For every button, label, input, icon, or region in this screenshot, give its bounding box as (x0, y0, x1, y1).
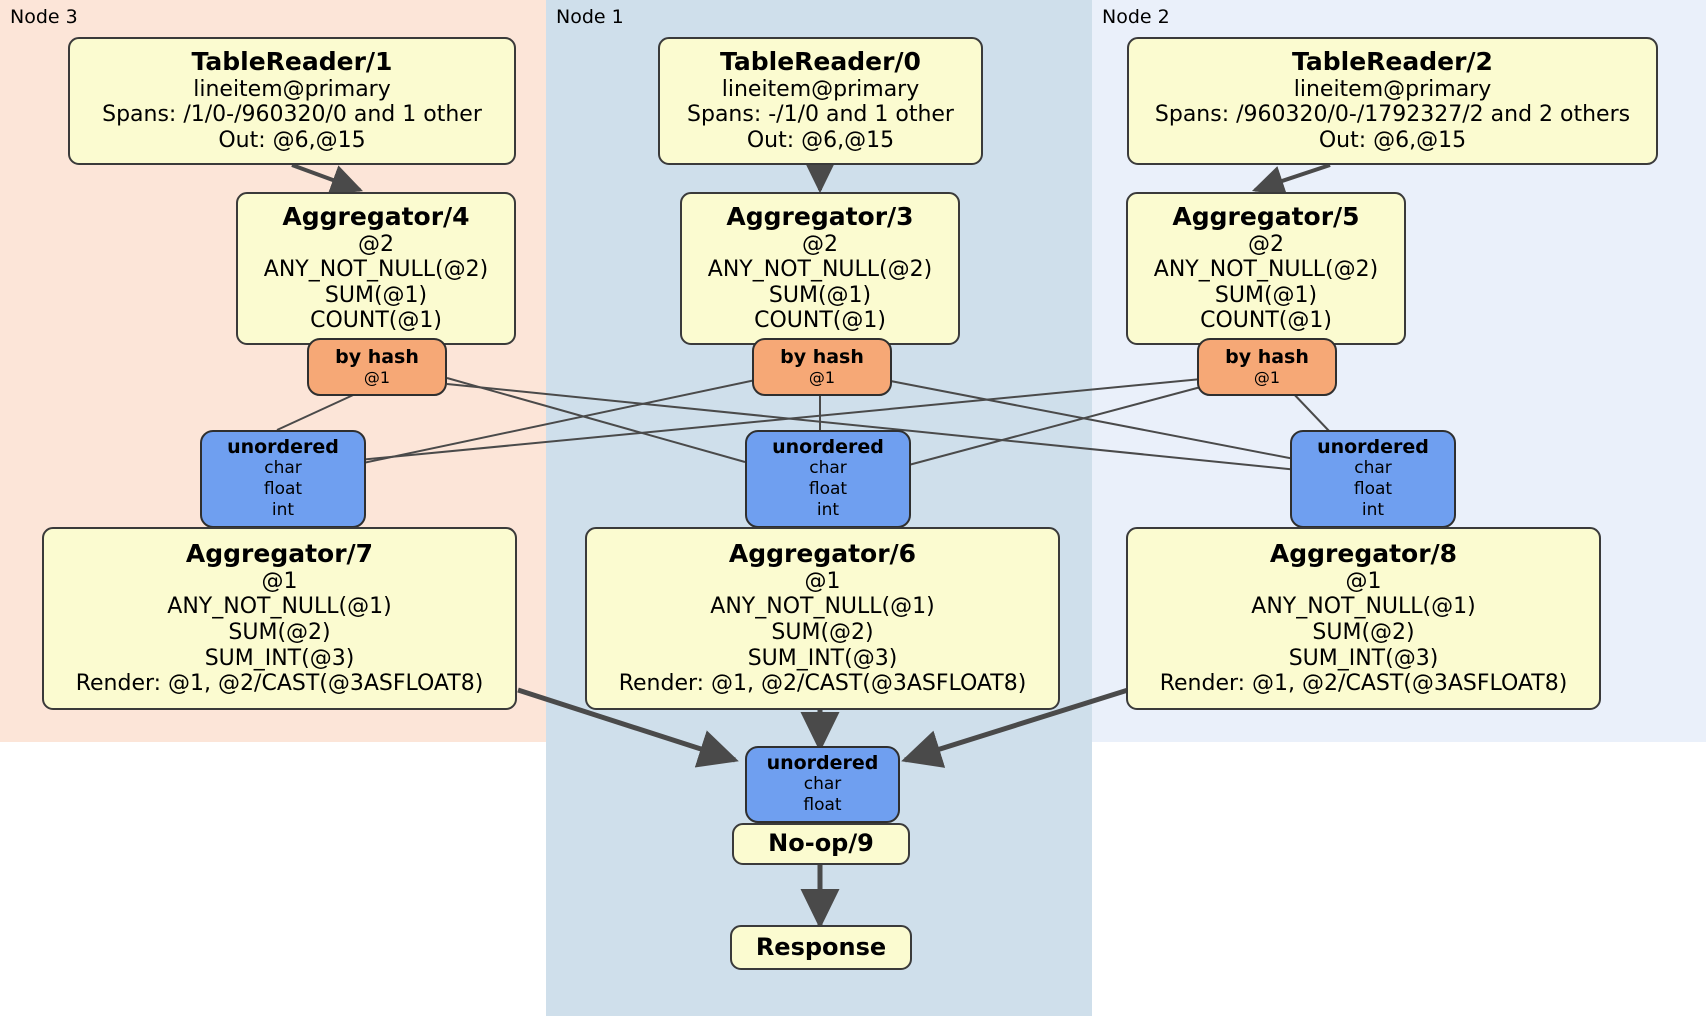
router-by-hash-left[interactable]: by hash @1 (307, 338, 447, 396)
router-detail-line: @1 (808, 367, 836, 387)
router-by-hash-mid[interactable]: by hash @1 (752, 338, 892, 396)
processor-aggregator-7[interactable]: Aggregator/7 @1 ANY_NOT_NULL(@1) SUM(@2)… (42, 527, 517, 710)
node-detail-line: COUNT(@1) (1200, 308, 1332, 334)
receiver-title: unordered (766, 751, 879, 774)
node-detail-line: ANY_NOT_NULL(@2) (263, 257, 489, 283)
receiver-type-line: float (803, 795, 842, 816)
node-render-line: Render: @1, @2/CAST(@3ASFLOAT8) (75, 671, 484, 697)
processor-tablereader-1[interactable]: TableReader/1 lineitem@primary Spans: /1… (68, 37, 516, 165)
receiver-type-line: char (1354, 458, 1392, 479)
router-title: by hash (780, 345, 864, 368)
processor-aggregator-3[interactable]: Aggregator/3 @2 ANY_NOT_NULL(@2) SUM(@1)… (680, 192, 960, 345)
router-detail-line: @1 (1253, 367, 1281, 387)
node-detail-line: @2 (1248, 231, 1284, 257)
node-detail-line: SUM(@1) (324, 282, 428, 308)
node-detail-line: ANY_NOT_NULL(@2) (1153, 257, 1379, 283)
receiver-title: unordered (772, 435, 884, 458)
node-detail-line: @1 (261, 568, 298, 594)
router-title: by hash (335, 345, 419, 368)
node-title: TableReader/1 (191, 47, 393, 77)
node-detail-line: Spans: /1/0-/960320/0 and 1 other (102, 102, 482, 128)
processor-response[interactable]: Response (730, 925, 912, 970)
processor-tablereader-2[interactable]: TableReader/2 lineitem@primary Spans: /9… (1127, 37, 1658, 165)
node-title: Response (755, 932, 887, 961)
node-panel-label-node3: Node 3 (10, 6, 78, 28)
node-detail-line: ANY_NOT_NULL(@1) (167, 594, 392, 620)
node-detail-line: COUNT(@1) (754, 308, 886, 334)
receiver-unordered-mid[interactable]: unordered char float int (745, 430, 911, 528)
receiver-type-line: float (263, 479, 303, 500)
processor-aggregator-4[interactable]: Aggregator/4 @2 ANY_NOT_NULL(@2) SUM(@1)… (236, 192, 516, 345)
node-detail-line: SUM(@2) (771, 619, 874, 645)
node-detail-line: Spans: -/1/0 and 1 other (687, 102, 954, 128)
node-title: Aggregator/3 (726, 202, 914, 232)
node-detail-line: Out: @6,@15 (218, 128, 366, 153)
receiver-type-line: char (264, 458, 302, 479)
node-title: TableReader/2 (1292, 47, 1493, 77)
receiver-unordered-right[interactable]: unordered char float int (1290, 430, 1456, 528)
node-detail-line: Out: @6,@15 (746, 128, 895, 153)
node-detail-line: lineitem@primary (721, 76, 920, 102)
processor-aggregator-8[interactable]: Aggregator/8 @1 ANY_NOT_NULL(@1) SUM(@2)… (1126, 527, 1601, 710)
node-detail-line: SUM(@1) (1214, 282, 1318, 308)
node-render-line: Render: @1, @2/CAST(@3ASFLOAT8) (1159, 671, 1568, 697)
node-detail-line: ANY_NOT_NULL(@1) (710, 594, 935, 620)
receiver-type-line: int (271, 500, 295, 521)
receiver-title: unordered (1317, 435, 1429, 458)
node-title: Aggregator/6 (728, 539, 917, 569)
node-detail-line: @1 (804, 568, 841, 594)
node-title: Aggregator/5 (1172, 202, 1360, 232)
node-detail-line: ANY_NOT_NULL(@1) (1251, 594, 1476, 620)
receiver-type-line: float (1353, 479, 1393, 500)
node-title: Aggregator/8 (1269, 539, 1458, 569)
router-by-hash-right[interactable]: by hash @1 (1197, 338, 1337, 396)
receiver-type-line: char (809, 458, 847, 479)
processor-aggregator-6[interactable]: Aggregator/6 @1 ANY_NOT_NULL(@1) SUM(@2)… (585, 527, 1060, 710)
processor-noop-9[interactable]: No-op/9 (732, 823, 910, 865)
node-title: Aggregator/4 (282, 202, 470, 232)
node-detail-line: COUNT(@1) (310, 308, 442, 334)
node-detail-line: SUM_INT(@3) (747, 645, 898, 671)
receiver-unordered-left[interactable]: unordered char float int (200, 430, 366, 528)
receiver-type-line: int (1361, 500, 1385, 521)
processor-tablereader-0[interactable]: TableReader/0 lineitem@primary Spans: -/… (658, 37, 983, 165)
receiver-unordered-final[interactable]: unordered char float (745, 746, 900, 823)
receiver-title: unordered (227, 435, 339, 458)
node-detail-line: SUM(@1) (768, 282, 872, 308)
receiver-type-line: float (808, 479, 848, 500)
node-detail-line: SUM(@2) (228, 619, 331, 645)
node-detail-line: Spans: /960320/0-/1792327/2 and 2 others (1154, 102, 1631, 128)
node-detail-line: lineitem@primary (193, 76, 391, 102)
node-detail-line: SUM_INT(@3) (1288, 645, 1439, 671)
node-detail-line: @2 (358, 231, 394, 257)
node-title: TableReader/0 (720, 47, 921, 77)
node-panel-label-node1: Node 1 (556, 6, 624, 28)
node-detail-line: Out: @6,@15 (1318, 128, 1467, 153)
node-detail-line: SUM(@2) (1312, 619, 1415, 645)
node-title: No-op/9 (768, 829, 874, 858)
router-title: by hash (1225, 345, 1309, 368)
node-title: Aggregator/7 (185, 539, 374, 569)
receiver-type-line: int (816, 500, 840, 521)
node-detail-line: ANY_NOT_NULL(@2) (707, 257, 933, 283)
node-render-line: Render: @1, @2/CAST(@3ASFLOAT8) (618, 671, 1027, 697)
node-detail-line: @1 (1345, 568, 1382, 594)
node-detail-line: lineitem@primary (1293, 76, 1492, 102)
node-detail-line: SUM_INT(@3) (204, 645, 355, 671)
receiver-type-line: char (803, 774, 842, 795)
router-detail-line: @1 (363, 367, 391, 387)
node-detail-line: @2 (802, 231, 838, 257)
processor-aggregator-5[interactable]: Aggregator/5 @2 ANY_NOT_NULL(@2) SUM(@1)… (1126, 192, 1406, 345)
node-panel-label-node2: Node 2 (1102, 6, 1170, 28)
